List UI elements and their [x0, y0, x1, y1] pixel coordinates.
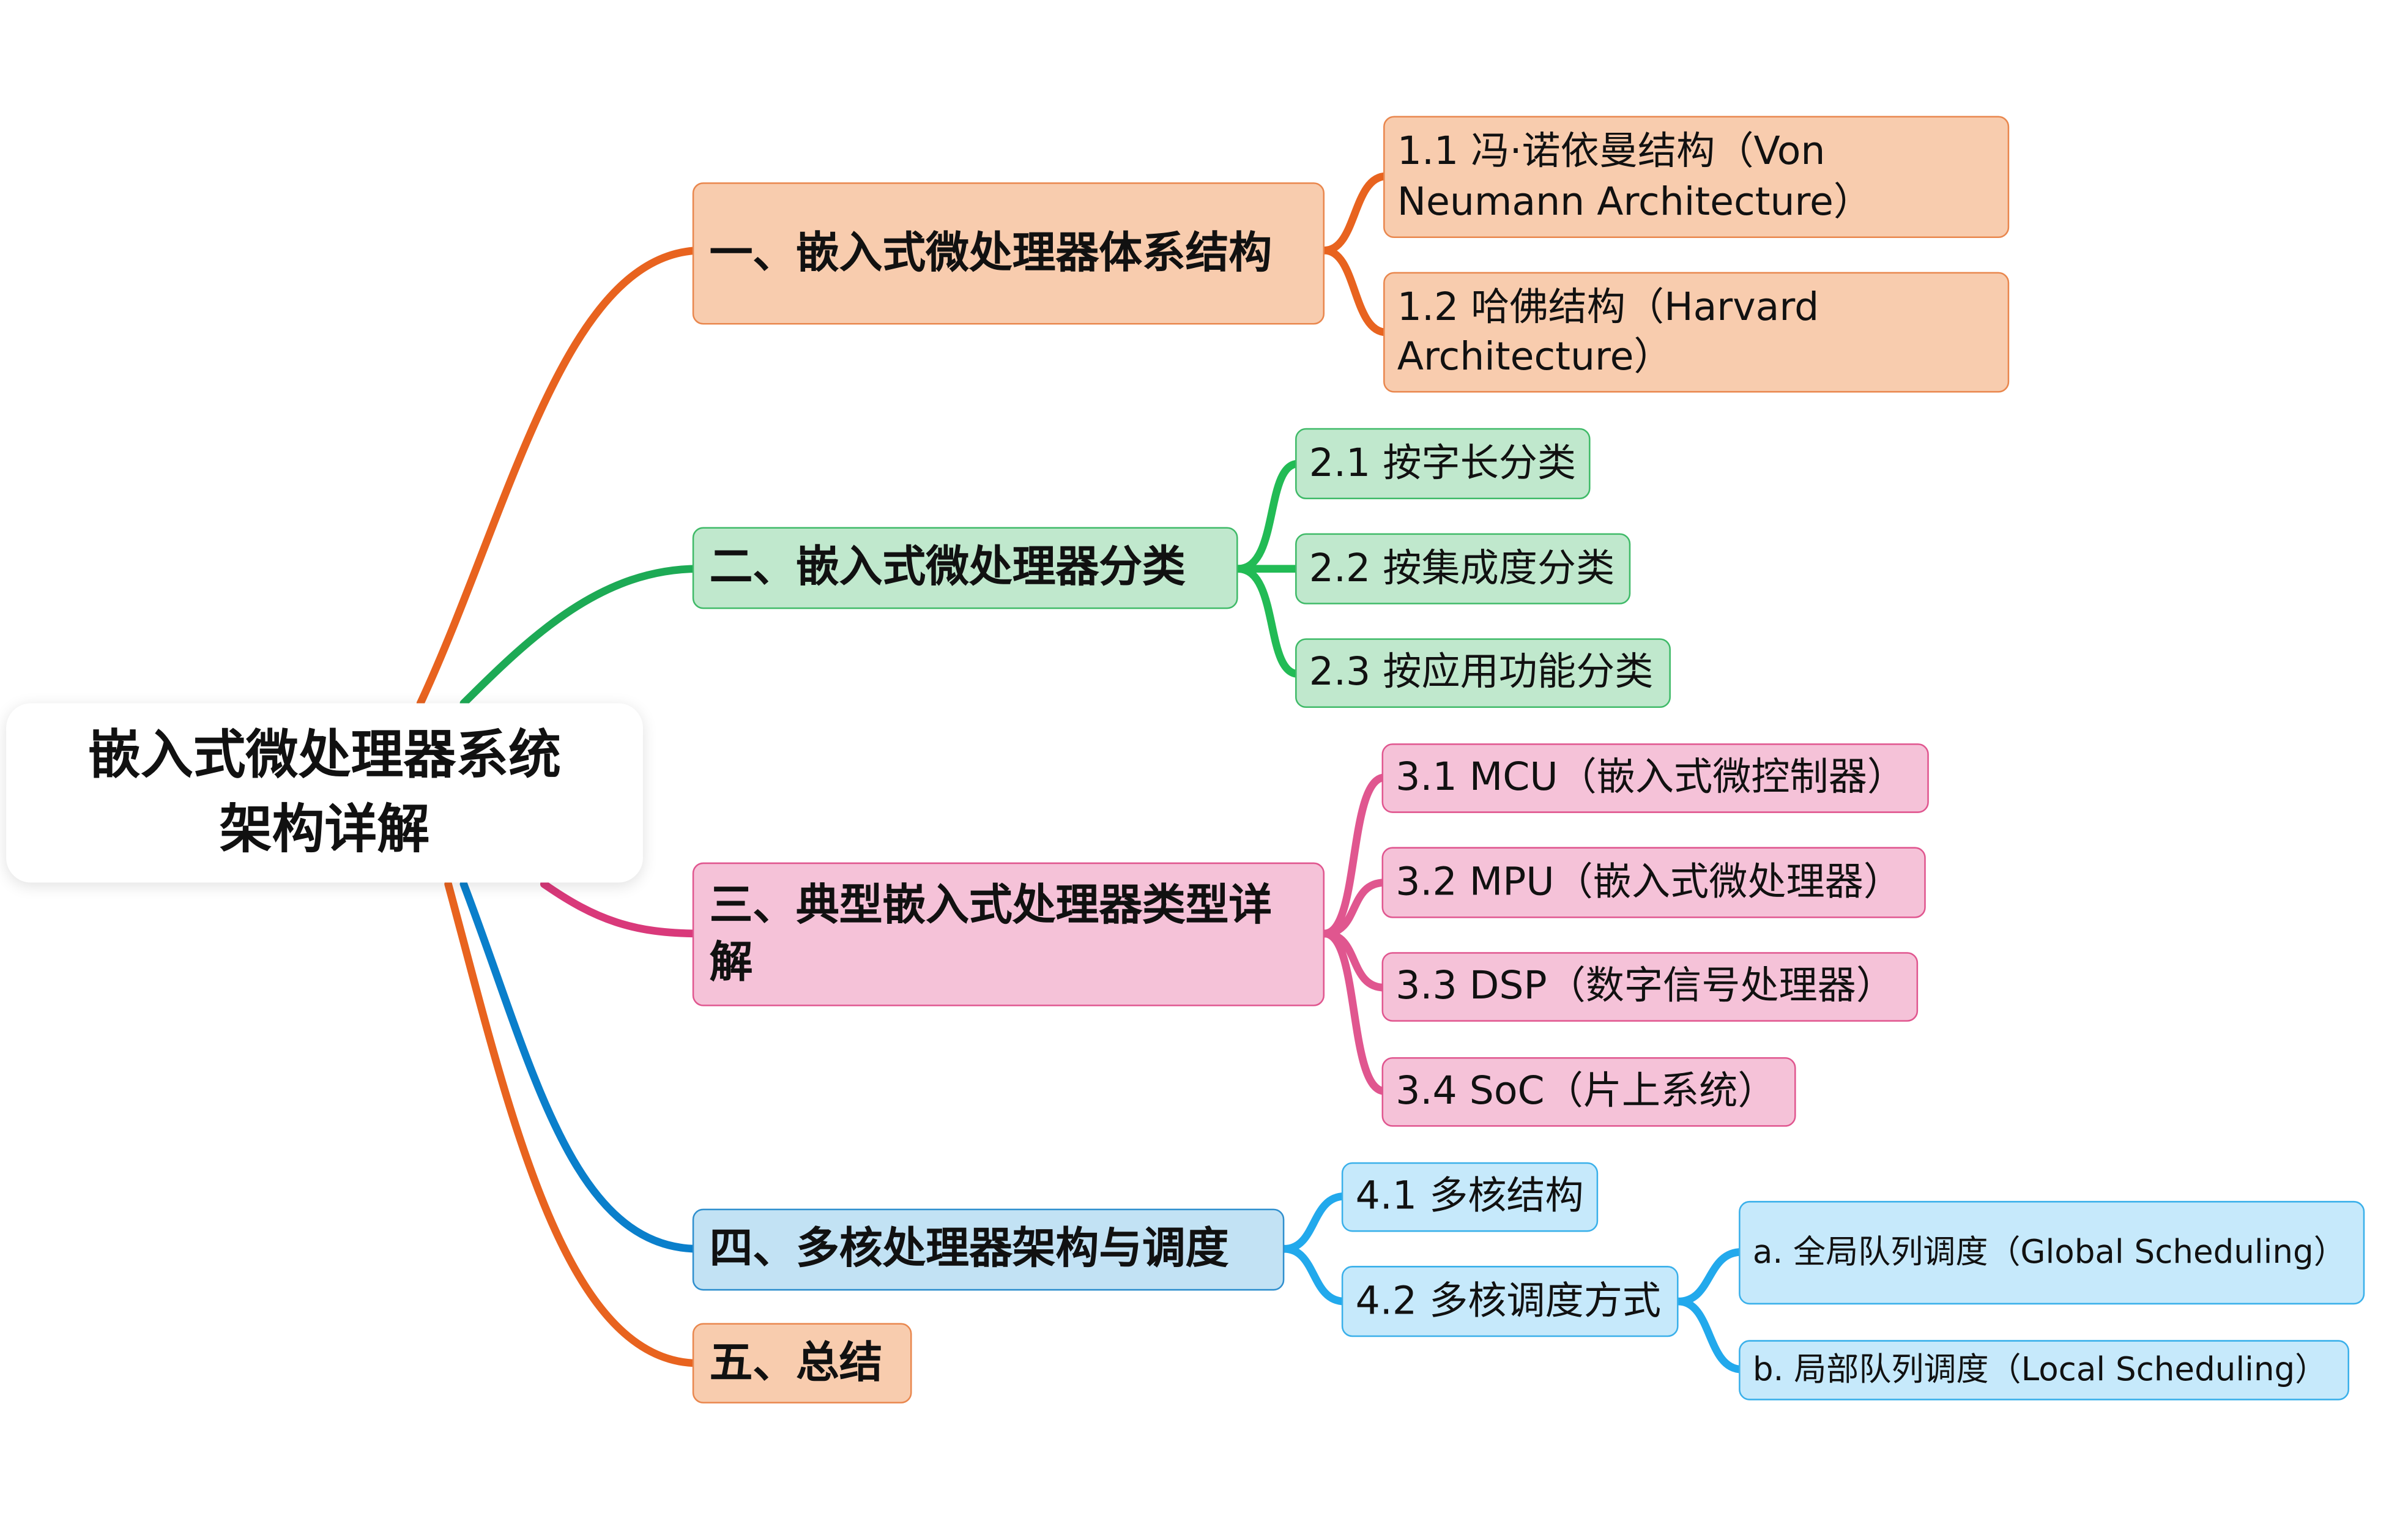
topic-1-2-harvard[interactable]: 1.2 哈佛结构（Harvard Architecture） — [1383, 272, 2010, 393]
link-root-b1 — [416, 246, 703, 707]
link-b1-c1 — [1320, 172, 1391, 255]
link-b4-c1 — [1280, 1192, 1349, 1253]
topic-4-2-label: 4.2 多核调度方式 — [1355, 1277, 1662, 1323]
topic-4-2-a-label: a. 全局队列调度（Global Scheduling） — [1752, 1233, 2346, 1271]
topic-2-3-label: 2.3 按应用功能分类 — [1309, 649, 1654, 694]
topic-4-2[interactable]: 4.2 多核调度方式 — [1341, 1266, 1679, 1337]
topic-3-2-mpu[interactable]: 3.2 MPU（嵌入式微处理器） — [1381, 847, 1926, 918]
topic-2-2-label: 2.2 按集成度分类 — [1309, 545, 1615, 590]
root-title-line2: 架构详解 — [219, 799, 430, 861]
branch-3-processor-types[interactable]: 三、典型嵌入式处理器类型详解 — [692, 862, 1325, 1006]
topic-2-1[interactable]: 2.1 按字长分类 — [1295, 428, 1591, 499]
link-b3-c1 — [1320, 773, 1389, 938]
topic-3-1-mcu[interactable]: 3.1 MCU（嵌入式微控制器） — [1381, 743, 1929, 813]
topic-4-1-label: 4.1 多核结构 — [1355, 1173, 1584, 1219]
topic-1-2-label: 1.2 哈佛结构（Harvard Architecture） — [1397, 283, 1819, 379]
branch-5-summary[interactable]: 五、总结 — [692, 1323, 912, 1403]
topic-4-1[interactable]: 4.1 多核结构 — [1341, 1162, 1599, 1232]
topic-3-1-label: 3.1 MCU（嵌入式微控制器） — [1395, 754, 1906, 800]
branch-3-label: 三、典型嵌入式处理器类型详解 — [709, 879, 1273, 987]
topic-4-2-a-global[interactable]: a. 全局队列调度（Global Scheduling） — [1739, 1200, 2365, 1305]
topic-2-1-label: 2.1 按字长分类 — [1309, 440, 1577, 485]
branch-1-label: 一、嵌入式微处理器体系结构 — [709, 226, 1273, 278]
link-root-b2 — [459, 565, 703, 707]
link-b4-c2 — [1280, 1244, 1349, 1306]
topic-3-3-dsp[interactable]: 3.3 DSP（数字信号处理器） — [1381, 952, 1919, 1022]
link-root-b4 — [459, 880, 703, 1253]
branch-2-classification[interactable]: 二、嵌入式微处理器分类 — [692, 527, 1238, 609]
branch-4-multicore[interactable]: 四、多核处理器架构与调度 — [692, 1208, 1285, 1291]
link-b2-c1 — [1234, 459, 1302, 573]
topic-1-1-label: 1.1 冯·诺依曼结构（Von Neumann Architecture） — [1397, 128, 1873, 224]
topic-2-2[interactable]: 2.2 按集成度分类 — [1295, 533, 1631, 604]
link-b4c2-g1 — [1674, 1247, 1746, 1306]
link-root-b5 — [444, 880, 703, 1367]
root-topic[interactable]: 嵌入式微处理器系统 架构详解 — [6, 703, 643, 883]
topic-3-4-label: 3.4 SoC（片上系统） — [1395, 1068, 1777, 1113]
topic-4-2-b-local[interactable]: b. 局部队列调度（Local Scheduling） — [1739, 1340, 2349, 1400]
branch-4-label: 四、多核处理器架构与调度 — [709, 1223, 1229, 1274]
topic-4-2-b-label: b. 局部队列调度（Local Scheduling） — [1752, 1350, 2328, 1388]
topic-1-1-von-neumann[interactable]: 1.1 冯·诺依曼结构（Von Neumann Architecture） — [1383, 116, 2010, 239]
topic-3-4-soc[interactable]: 3.4 SoC（片上系统） — [1381, 1057, 1796, 1127]
link-b3-c4 — [1320, 929, 1389, 1095]
link-root-b3 — [540, 880, 703, 938]
branch-2-label: 二、嵌入式微处理器分类 — [709, 541, 1186, 593]
topic-2-3[interactable]: 2.3 按应用功能分类 — [1295, 638, 1671, 708]
topic-3-3-label: 3.3 DSP（数字信号处理器） — [1395, 963, 1895, 1008]
link-b2-c3 — [1234, 565, 1302, 678]
branch-1-architecture[interactable]: 一、嵌入式微处理器体系结构 — [692, 182, 1325, 325]
link-b4c2-g2 — [1674, 1297, 1746, 1374]
root-title-line1: 嵌入式微处理器系统 — [87, 724, 562, 787]
topic-3-2-label: 3.2 MPU（嵌入式微处理器） — [1395, 858, 1903, 904]
link-b1-c2 — [1320, 246, 1391, 336]
branch-5-label: 五、总结 — [709, 1336, 883, 1388]
link-b3-c2 — [1320, 879, 1389, 938]
